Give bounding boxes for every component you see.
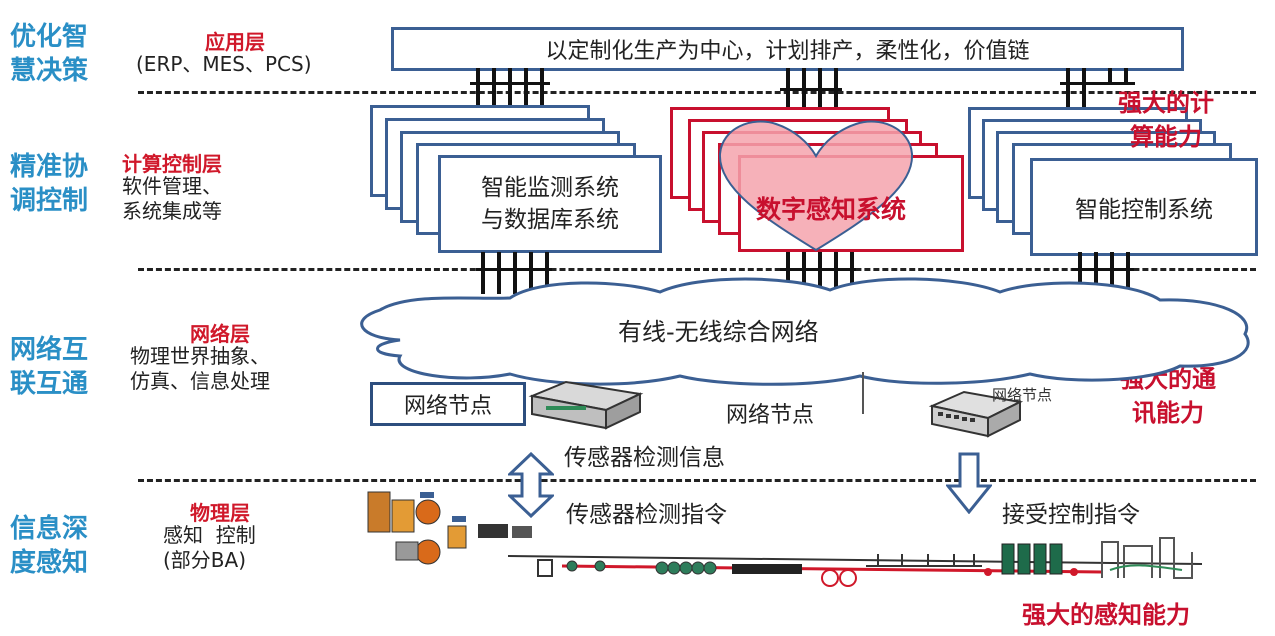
level-sensing: 信息深 度感知 xyxy=(10,512,88,580)
down-arrow-icon xyxy=(946,452,992,514)
computing-layer-sub1: 软件管理、 xyxy=(122,174,222,198)
network-layer-sub2: 仿真、信息处理 xyxy=(130,369,270,393)
level-decision: 优化智 慧决策 xyxy=(10,20,88,88)
compute-capability-line2: 算能力 xyxy=(1130,123,1202,151)
production-line-icon xyxy=(367,491,1203,587)
network-switch-icon xyxy=(528,380,644,430)
sense-capability: 强大的感知能力 xyxy=(1022,601,1190,629)
application-layer-sub: (ERP、MES、PCS) xyxy=(136,52,312,76)
network-cloud-label: 有线-无线综合网络 xyxy=(618,318,819,346)
network-node-left-label: 网络节点 xyxy=(403,394,492,419)
sensor-cmd-label: 传感器检测指令 xyxy=(566,502,727,528)
control-system-label: 智能控制系统 xyxy=(1075,197,1213,223)
compute-capability: 强大的计 算能力 xyxy=(1118,86,1214,154)
divider-computing xyxy=(138,268,1256,271)
divider-application xyxy=(138,91,1256,94)
double-arrow-icon xyxy=(508,452,554,518)
level-network-line2: 联互通 xyxy=(10,369,89,399)
application-layer-title: 应用层 xyxy=(205,30,265,54)
sensor-info-label: 传感器检测信息 xyxy=(564,445,725,471)
level-network-line1: 网络互 xyxy=(10,335,89,365)
monitor-system-box: 智能监测系统 与数据库系统 xyxy=(438,155,662,253)
physical-layer-sub1: 感知 控制 xyxy=(163,523,256,547)
network-node-left-box: 网络节点 xyxy=(370,382,526,426)
receive-cmd-label: 接受控制指令 xyxy=(1002,502,1140,528)
computing-layer-sub2: 系统集成等 xyxy=(122,199,222,223)
control-system-box: 智能控制系统 xyxy=(1030,158,1258,256)
application-box-text: 以定制化生产为中心，计划排产，柔性化，价值链 xyxy=(545,39,1030,64)
level-sensing-line1: 信息深 xyxy=(10,514,89,544)
network-layer-title: 网络层 xyxy=(190,322,250,346)
level-sensing-line2: 度感知 xyxy=(10,548,89,578)
divider-physical xyxy=(138,479,1256,482)
network-node-center-label: 网络节点 xyxy=(726,403,815,428)
level-network: 网络互 联互通 xyxy=(10,333,88,401)
level-decision-line1: 优化智 xyxy=(10,22,89,52)
heart-icon xyxy=(718,120,914,252)
network-node-right-label: 网络节点 xyxy=(992,386,1053,404)
compute-capability-line1: 强大的计 xyxy=(1118,89,1214,117)
network-layer-sub1: 物理世界抽象、 xyxy=(130,344,270,368)
computing-layer-title: 计算控制层 xyxy=(122,152,222,176)
physical-layer-title: 物理层 xyxy=(190,501,250,525)
level-decision-line2: 慧决策 xyxy=(10,56,89,86)
monitor-system-line1: 智能监测系统 xyxy=(481,175,619,201)
physical-layer-sub2: (部分BA) xyxy=(163,548,247,572)
monitor-system-line2: 与数据库系统 xyxy=(481,207,619,233)
comm-capability-line2: 讯能力 xyxy=(1132,399,1204,427)
level-control-line1: 精准协 xyxy=(10,152,89,182)
network-switch-icon xyxy=(928,390,1024,438)
application-box: 以定制化生产为中心，计划排产，柔性化，价值链 xyxy=(391,27,1184,71)
network-cloud-icon xyxy=(360,277,1250,386)
digital-system-label: 数字感知系统 xyxy=(756,195,907,224)
level-control-line2: 调控制 xyxy=(10,186,89,216)
level-control: 精准协 调控制 xyxy=(10,150,88,218)
